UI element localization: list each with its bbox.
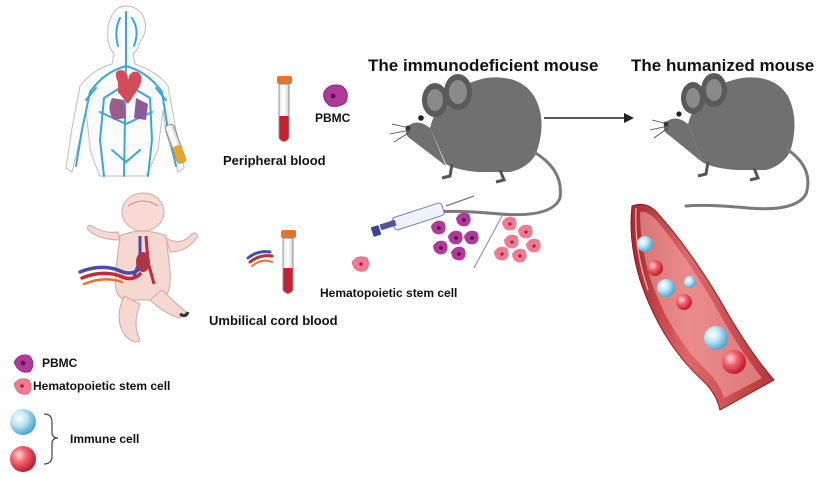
label-pbmc: PBMC [315, 111, 351, 125]
legend-immune-cell-red-icon [10, 446, 36, 472]
title-humanized-mouse: The humanized mouse [631, 56, 815, 75]
hsc-cell-icon [351, 256, 369, 272]
injected-hsc-cluster [494, 216, 541, 263]
blood-collection-tube [164, 123, 187, 164]
vessel-immune-cells [637, 236, 746, 374]
label-umbilical-cord-blood: Umbilical cord blood [209, 313, 338, 328]
humanized-mouse [649, 73, 810, 211]
heart-organ [109, 70, 148, 120]
cord-segment [246, 250, 274, 267]
label-hematopoietic-stem-cell: Hematopoietic stem cell [320, 286, 458, 300]
immunodeficient-mouse [389, 74, 562, 217]
title-immunodeficient-mouse: The immunodeficient mouse [368, 56, 599, 75]
blood-vessel [630, 203, 775, 411]
legend-label-hsc: Hematopoietic stem cell [33, 379, 171, 393]
legend-hsc-icon [13, 378, 32, 395]
umbilical-cord [78, 265, 142, 286]
peripheral-blood-tube [277, 76, 292, 142]
legend-label-pbmc: PBMC [42, 356, 78, 370]
label-peripheral-blood: Peripheral blood [223, 153, 326, 168]
adult-human-figure [65, 5, 187, 177]
legend-pbmc-icon [13, 354, 34, 373]
injected-pbmc-cluster [431, 212, 479, 261]
infant-figure [78, 192, 199, 343]
legend-bracket [43, 413, 59, 465]
pbmc-cell-icon [323, 84, 348, 107]
divider-line [473, 215, 503, 269]
legend-immune-cell-blue-icon [10, 409, 36, 435]
cord-blood-tube [281, 230, 296, 294]
transition-arrow [544, 113, 634, 123]
syringe [370, 195, 475, 237]
legend-label-immune-cell: Immune cell [70, 432, 140, 446]
